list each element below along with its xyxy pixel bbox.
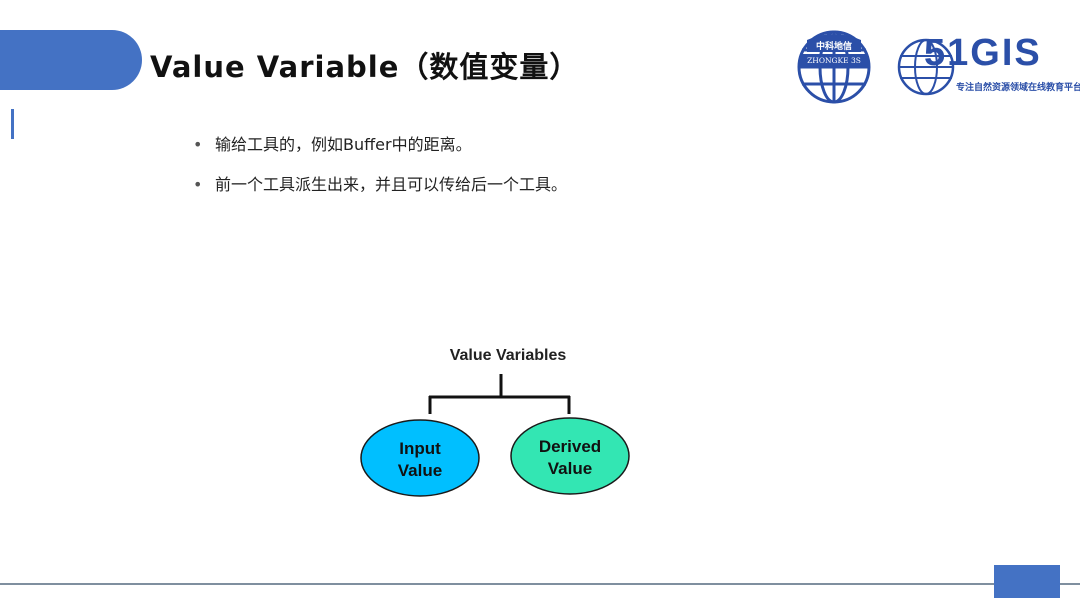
bullet-text: 前一个工具派生出来，并且可以传给后一个工具。	[215, 175, 568, 194]
bullet-list: • 输给工具的，例如Buffer中的距离。 • 前一个工具派生出来，并且可以传给后一…	[193, 131, 567, 211]
input-value-label-line2: Value	[398, 461, 442, 480]
footer-accent-box	[994, 565, 1060, 598]
bullet-dot-icon: •	[193, 175, 203, 194]
value-variables-diagram: Value Variables Input Value Derived Valu…	[360, 347, 630, 497]
zhongke-band-text: ZHONGKE 3S	[807, 56, 861, 65]
diagram-root-label: Value Variables	[450, 347, 567, 364]
footer-rule	[0, 583, 1080, 585]
gis51-tagline: 专注自然资源领域在线教育平台	[956, 83, 1080, 93]
zhongke-top-text: 中科地信	[816, 40, 852, 52]
derived-value-node: Derived Value	[510, 417, 630, 495]
bullet-item: • 前一个工具派生出来，并且可以传给后一个工具。	[193, 171, 567, 211]
input-value-label-line1: Input	[399, 439, 441, 458]
gis51-brand: 51GIS	[924, 32, 1042, 74]
input-value-node: Input Value	[360, 419, 480, 497]
bullet-dot-icon: •	[193, 135, 203, 154]
bullet-text: 输给工具的，例如Buffer中的距离。	[215, 135, 472, 154]
left-accent-mark	[11, 109, 14, 139]
zhongke-logo: 中科地信 ZHONGKE 3S	[797, 30, 871, 104]
bullet-item: • 输给工具的，例如Buffer中的距离。	[193, 131, 567, 171]
derived-value-label-line1: Derived	[539, 437, 601, 456]
title-accent-tab	[0, 30, 142, 90]
slide-title: Value Variable（数值变量）	[150, 50, 580, 84]
globe-icon	[897, 38, 955, 96]
derived-value-label-line2: Value	[548, 459, 592, 478]
